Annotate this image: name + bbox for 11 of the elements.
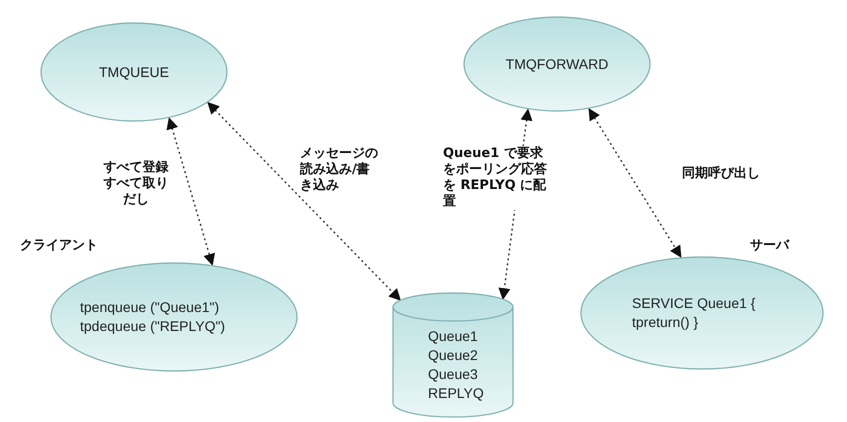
node-text: Queue1 Queue2 Queue3 REPLYQ	[428, 327, 485, 403]
node-text: TMQUEUE	[99, 62, 169, 82]
arrow	[207, 102, 401, 301]
node-caption: サーバ	[750, 237, 789, 254]
node-text: SERVICE Queue1 { tpreturn() }	[632, 294, 756, 332]
node-text: TMQFORWARD	[506, 54, 608, 74]
arrow	[588, 108, 682, 258]
node-text: tpenqueue ("Queue1") tpdequeue ("REPLYQ")	[80, 298, 226, 336]
arrow	[166, 117, 216, 266]
edge-label: すべて登録すべて取りだし	[102, 160, 170, 208]
node-caption: クライアント	[20, 237, 98, 254]
